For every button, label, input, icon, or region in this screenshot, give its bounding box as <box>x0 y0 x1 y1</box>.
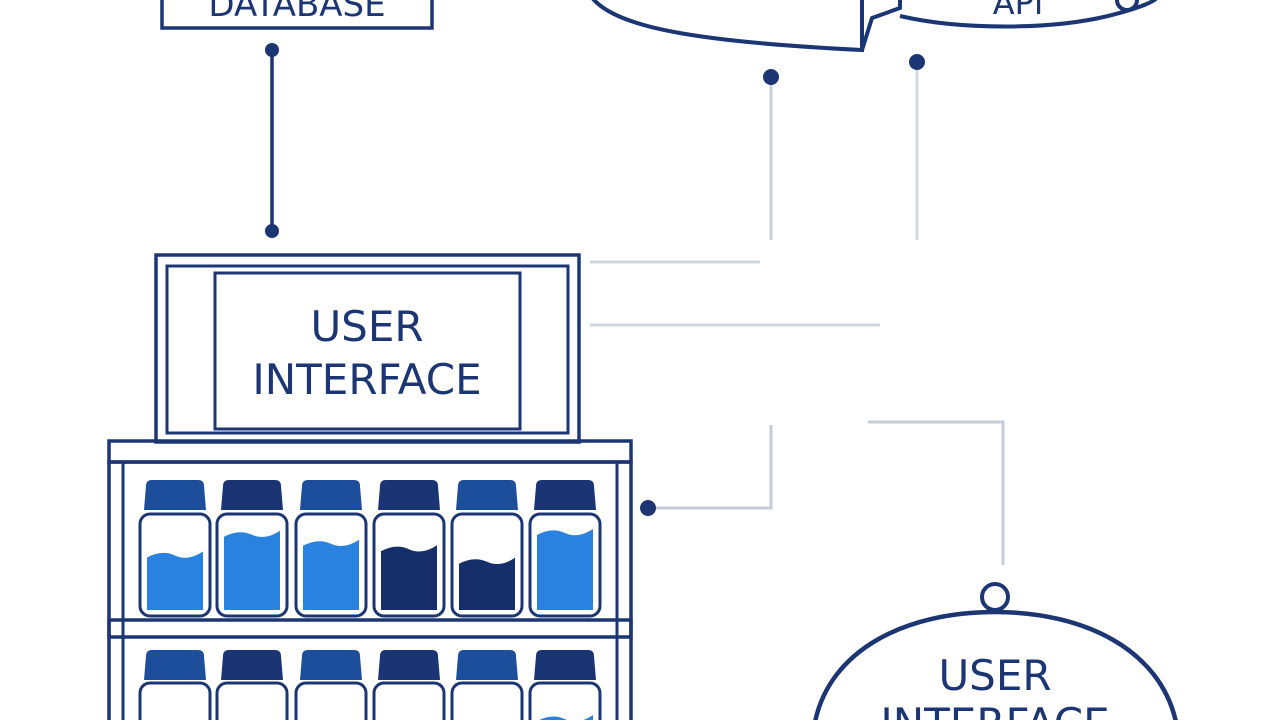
database-box <box>160 0 434 30</box>
jar-body <box>450 681 524 720</box>
database-label: DATABASE <box>208 0 385 25</box>
jar <box>372 480 446 618</box>
database-connector <box>265 43 279 238</box>
jar-cap <box>534 480 596 510</box>
jar-cap <box>378 650 440 680</box>
bubble-ring <box>980 582 1010 612</box>
jar-cap <box>144 650 206 680</box>
jar <box>528 650 602 720</box>
jar-fill <box>303 539 359 610</box>
jar-cap <box>300 650 362 680</box>
shelf-frame <box>107 460 633 720</box>
shelf-top <box>107 439 633 464</box>
jar-body <box>528 681 602 720</box>
shelf-connectors <box>640 420 1005 565</box>
jar-cap <box>221 480 283 510</box>
jar <box>450 480 524 618</box>
bubble-outline <box>813 609 1178 720</box>
jar <box>215 480 289 618</box>
jar <box>215 650 289 720</box>
jar <box>138 480 212 618</box>
shelf-divider <box>107 618 633 639</box>
jar-cap <box>300 480 362 510</box>
jar <box>372 650 446 720</box>
jar-fill <box>224 530 280 610</box>
jar <box>450 650 524 720</box>
connector-dot <box>265 224 279 238</box>
api-handle-hole <box>1115 0 1139 12</box>
api-blade-outline <box>591 0 864 53</box>
jar-cap <box>221 650 283 680</box>
user-interface-bubble: USER INTERFACE <box>813 582 1178 720</box>
connector-dot <box>265 43 279 57</box>
jar <box>528 480 602 618</box>
jar-cap <box>456 650 518 680</box>
jar-fill <box>537 529 593 610</box>
panel-connectors <box>590 260 880 327</box>
jar-fill <box>381 545 437 610</box>
jar <box>294 650 368 720</box>
jar-cap <box>456 480 518 510</box>
connector-dot <box>640 500 656 516</box>
ui-bubble-label-line2: INTERFACE <box>880 699 1109 720</box>
jar-cap <box>534 650 596 680</box>
jar-body <box>372 681 446 720</box>
connector-dot <box>909 54 925 70</box>
api-handle-outline <box>899 0 1158 29</box>
jar-fill <box>539 715 593 720</box>
api-connectors <box>763 54 925 240</box>
api-bolster <box>860 0 902 51</box>
ui-panel-label-line2: INTERFACE <box>252 355 481 404</box>
jar-fill <box>459 557 515 610</box>
ui-panel-label-line1: USER <box>310 302 423 351</box>
jar-fill <box>147 551 203 610</box>
jar-body <box>138 681 212 720</box>
jar-row <box>138 650 602 720</box>
database-node: DATABASE <box>160 0 434 30</box>
jar-row <box>138 480 602 618</box>
user-interface-panel: USER INTERFACE <box>154 253 581 444</box>
jar <box>294 480 368 618</box>
jar-body <box>215 681 289 720</box>
ui-bubble-label-line1: USER <box>938 651 1051 700</box>
jar-shelf <box>107 439 633 720</box>
jar-cap <box>144 480 206 510</box>
api-node: API <box>591 0 1158 53</box>
api-label: API <box>993 0 1044 22</box>
connector-dot <box>763 69 779 85</box>
jar <box>138 650 212 720</box>
jar-cap <box>378 480 440 510</box>
jar-body <box>294 681 368 720</box>
